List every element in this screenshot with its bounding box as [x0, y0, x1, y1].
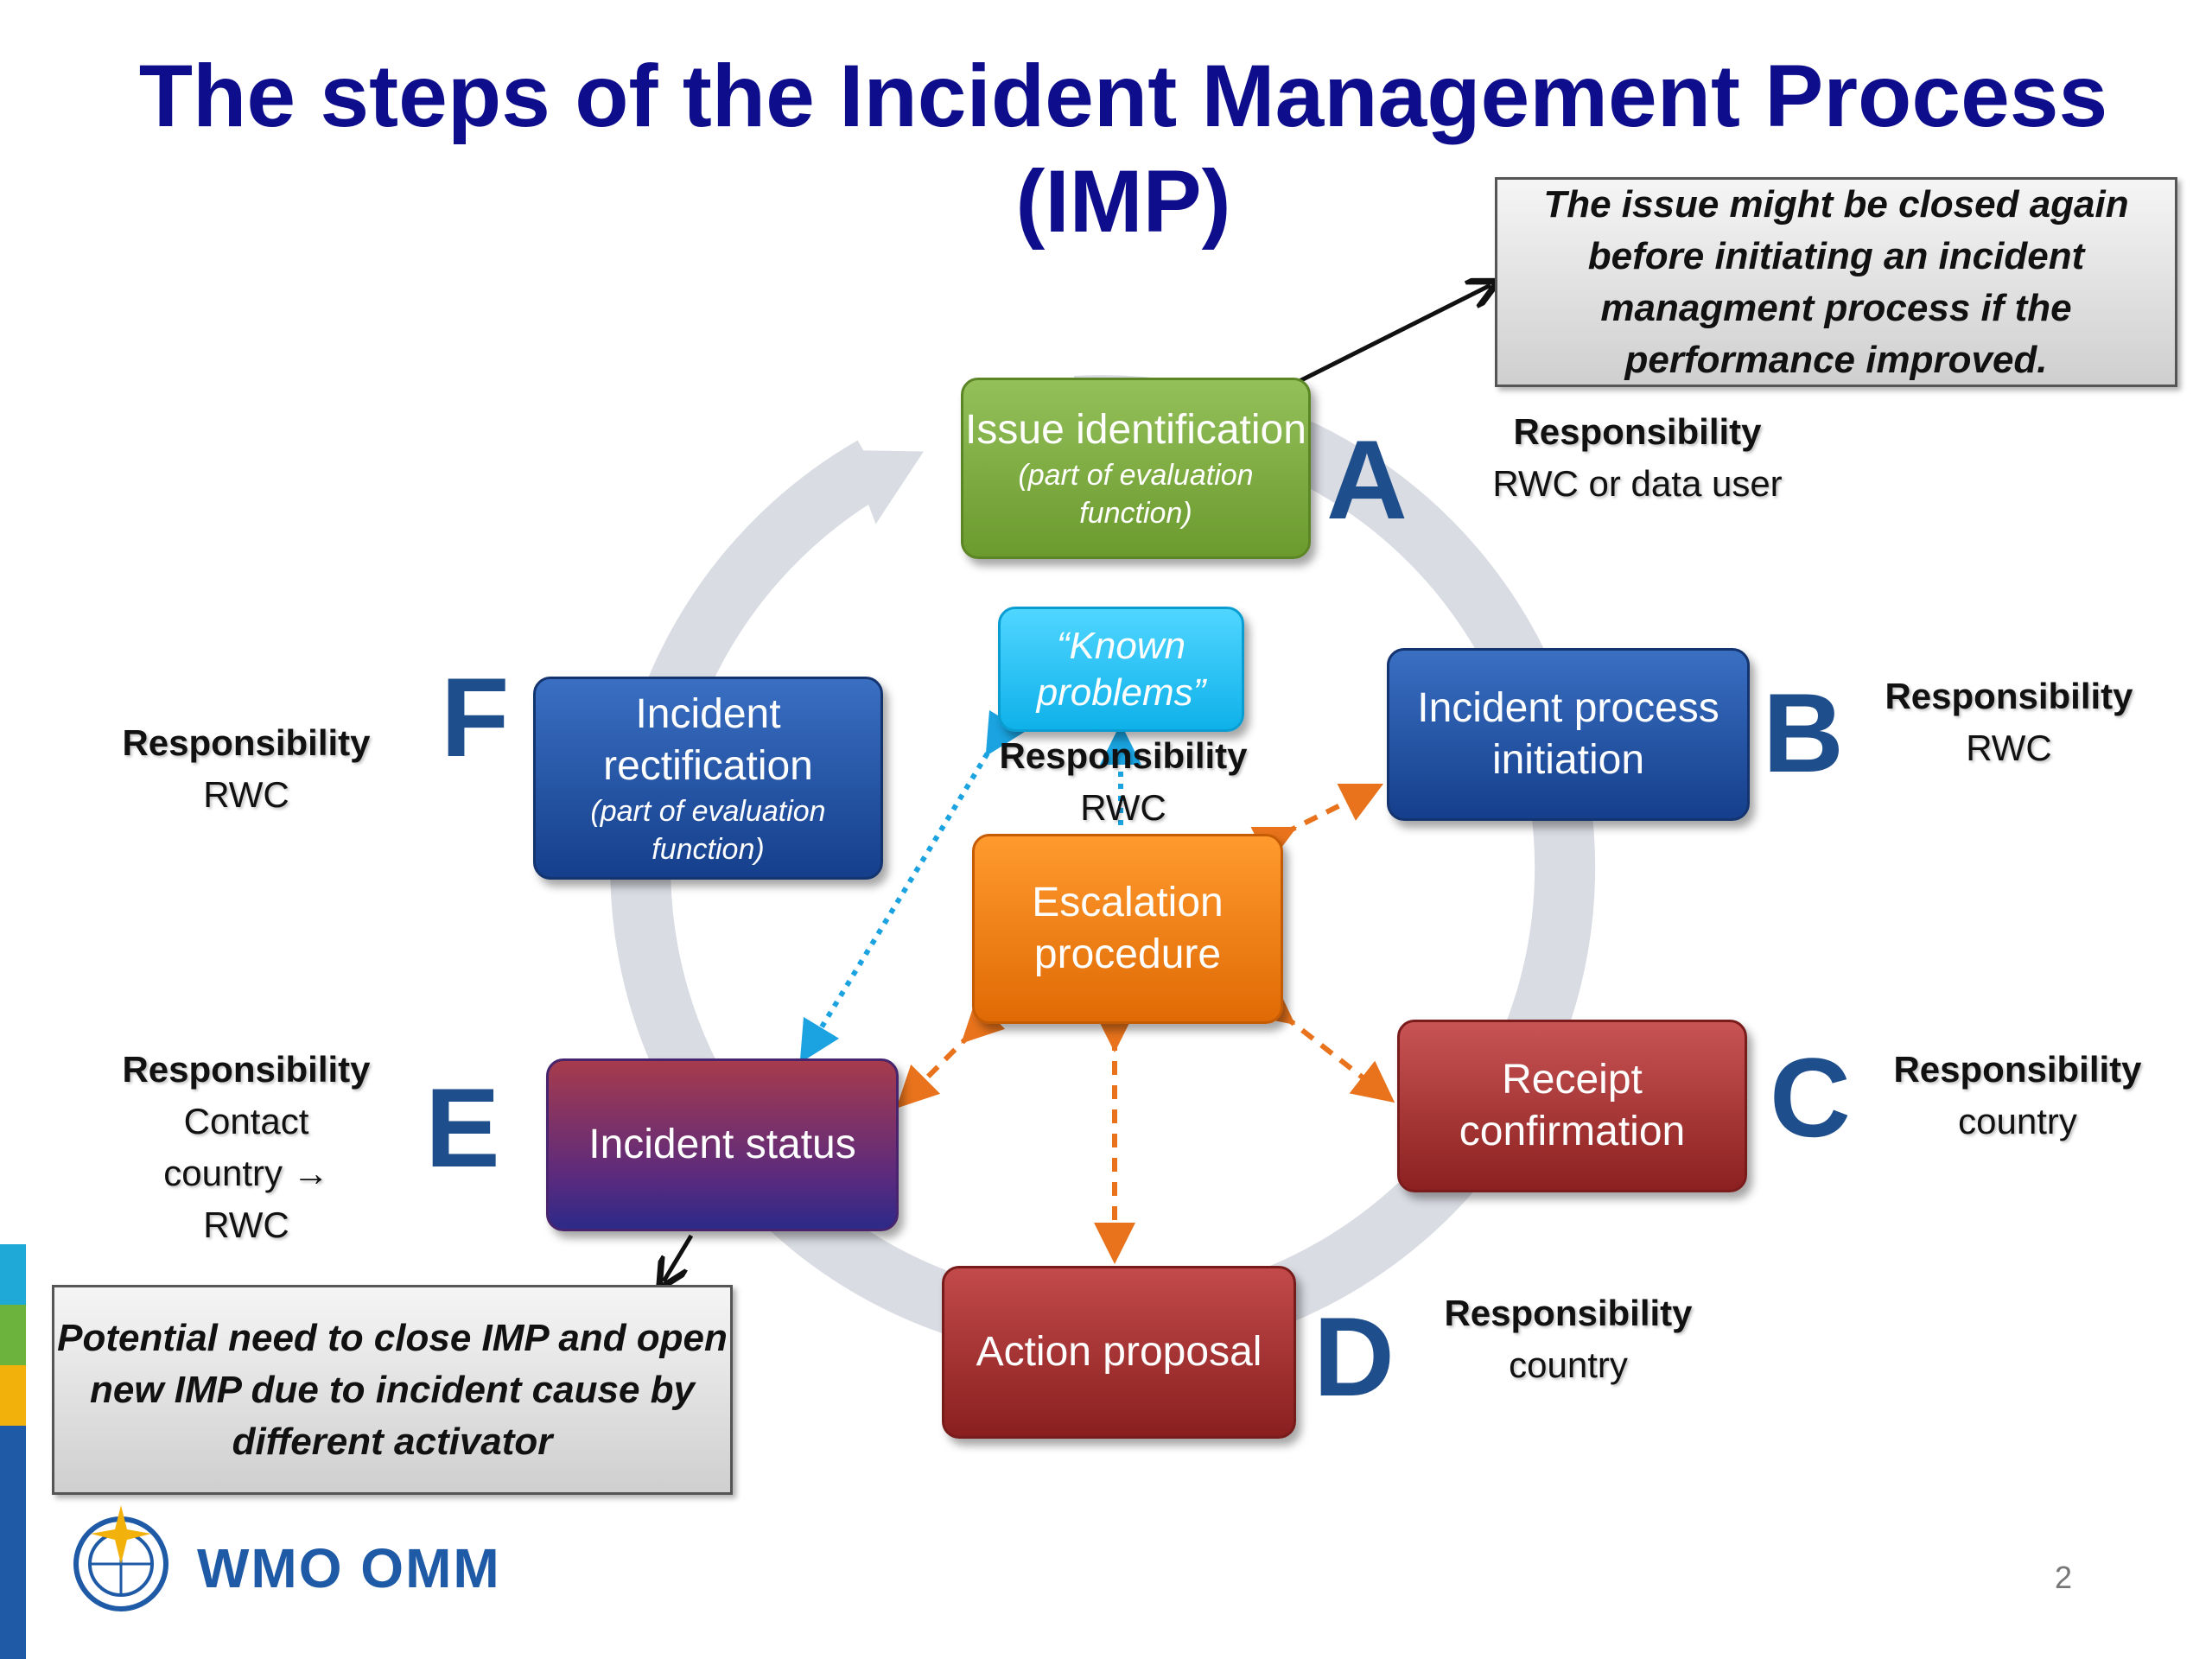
step-box-incident-status: Incident status: [546, 1058, 899, 1231]
step-letter-c: C: [1770, 1034, 1851, 1160]
step-letter-a: A: [1326, 416, 1408, 543]
responsibility-a-label: Responsibility: [1513, 411, 1762, 452]
known-problems-box: “Known problems”: [998, 607, 1244, 732]
responsibility-a-value: RWC or data user: [1492, 463, 1783, 504]
pointer-to-top-note: [1286, 285, 1491, 390]
step-a-sub: (part of evaluation function): [1018, 459, 1254, 530]
responsibility-center-label: Responsibility: [999, 735, 1248, 776]
step-d-label: Action proposal: [976, 1329, 1262, 1375]
wmo-emblem-icon: [73, 1505, 168, 1611]
note-top-text: The issue might be closed again before i…: [1543, 182, 2129, 381]
step-box-action-proposal: Action proposal: [942, 1266, 1296, 1439]
responsibility-f: Responsibility RWC: [95, 717, 397, 821]
responsibility-center-value: RWC: [1080, 787, 1166, 828]
page-number: 2: [2055, 1560, 2073, 1595]
step-a-label: Issue identification: [965, 407, 1306, 453]
known-problems-label: “Known problems”: [1036, 624, 1206, 714]
responsibility-e: Responsibility Contact country → RWC: [95, 1044, 397, 1251]
step-e-label: Incident status: [588, 1122, 856, 1167]
note-top: The issue might be closed again before i…: [1495, 177, 2177, 387]
step-letter-e: E: [425, 1065, 500, 1191]
pointer-to-bottom-note: [664, 1234, 694, 1281]
color-strip: [0, 1244, 26, 1659]
responsibility-b-label: Responsibility: [1885, 676, 2133, 716]
step-box-receipt-confirmation: Receipt confirmation: [1397, 1020, 1747, 1192]
responsibility-e-line2: country →: [163, 1153, 329, 1193]
connector-escalation-c: [1249, 982, 1395, 1103]
responsibility-c-label: Responsibility: [1893, 1049, 2142, 1090]
note-bottom-text: Potential need to close IMP and open new…: [57, 1316, 728, 1463]
responsibility-b-value: RWC: [1966, 728, 2052, 768]
responsibility-f-value: RWC: [203, 774, 289, 815]
responsibility-c: Responsibility country: [1866, 1044, 2169, 1147]
responsibility-d-value: country: [1509, 1344, 1628, 1385]
responsibility-d-label: Responsibility: [1444, 1293, 1693, 1333]
responsibility-a: Responsibility RWC or data user: [1460, 406, 1815, 510]
step-letter-b: B: [1763, 670, 1844, 796]
title-line2: (IMP): [1015, 152, 1231, 251]
wmo-logo-text: WMO OMM: [197, 1537, 501, 1599]
connector-escalation-e: [896, 999, 1006, 1109]
escalation-procedure-box: Escalation procedure: [972, 834, 1283, 1024]
responsibility-f-label: Responsibility: [122, 722, 371, 763]
responsibility-e-line3: RWC: [203, 1205, 289, 1245]
step-box-issue-identification: Issue identification (part of evaluation…: [961, 378, 1311, 559]
responsibility-e-line1: Contact: [183, 1101, 309, 1141]
connector-escalation-b: [1250, 783, 1384, 864]
step-b-label: Incident process initiation: [1417, 685, 1719, 783]
step-box-incident-rectification: Incident rectification (part of evaluati…: [533, 677, 883, 880]
title-line1: The steps of the Incident Management Pro…: [138, 47, 2108, 145]
step-f-label: Incident rectification: [603, 690, 813, 789]
step-f-sub: (part of evaluation function): [590, 794, 826, 866]
responsibility-d: Responsibility country: [1417, 1287, 1719, 1391]
responsibility-c-value: country: [1958, 1101, 2077, 1141]
step-letter-d: D: [1313, 1294, 1395, 1420]
responsibility-b: Responsibility RWC: [1858, 671, 2160, 774]
step-c-label: Receipt confirmation: [1459, 1057, 1686, 1154]
page-title: The steps of the Incident Management Pro…: [0, 43, 2212, 254]
step-letter-f: F: [441, 654, 510, 780]
responsibility-e-label: Responsibility: [122, 1049, 371, 1090]
step-box-incident-process-initiation: Incident process initiation: [1387, 648, 1750, 821]
responsibility-known-problems: Responsibility RWC: [968, 730, 1279, 834]
note-bottom: Potential need to close IMP and open new…: [52, 1285, 733, 1495]
escalation-label: Escalation procedure: [1032, 880, 1224, 977]
